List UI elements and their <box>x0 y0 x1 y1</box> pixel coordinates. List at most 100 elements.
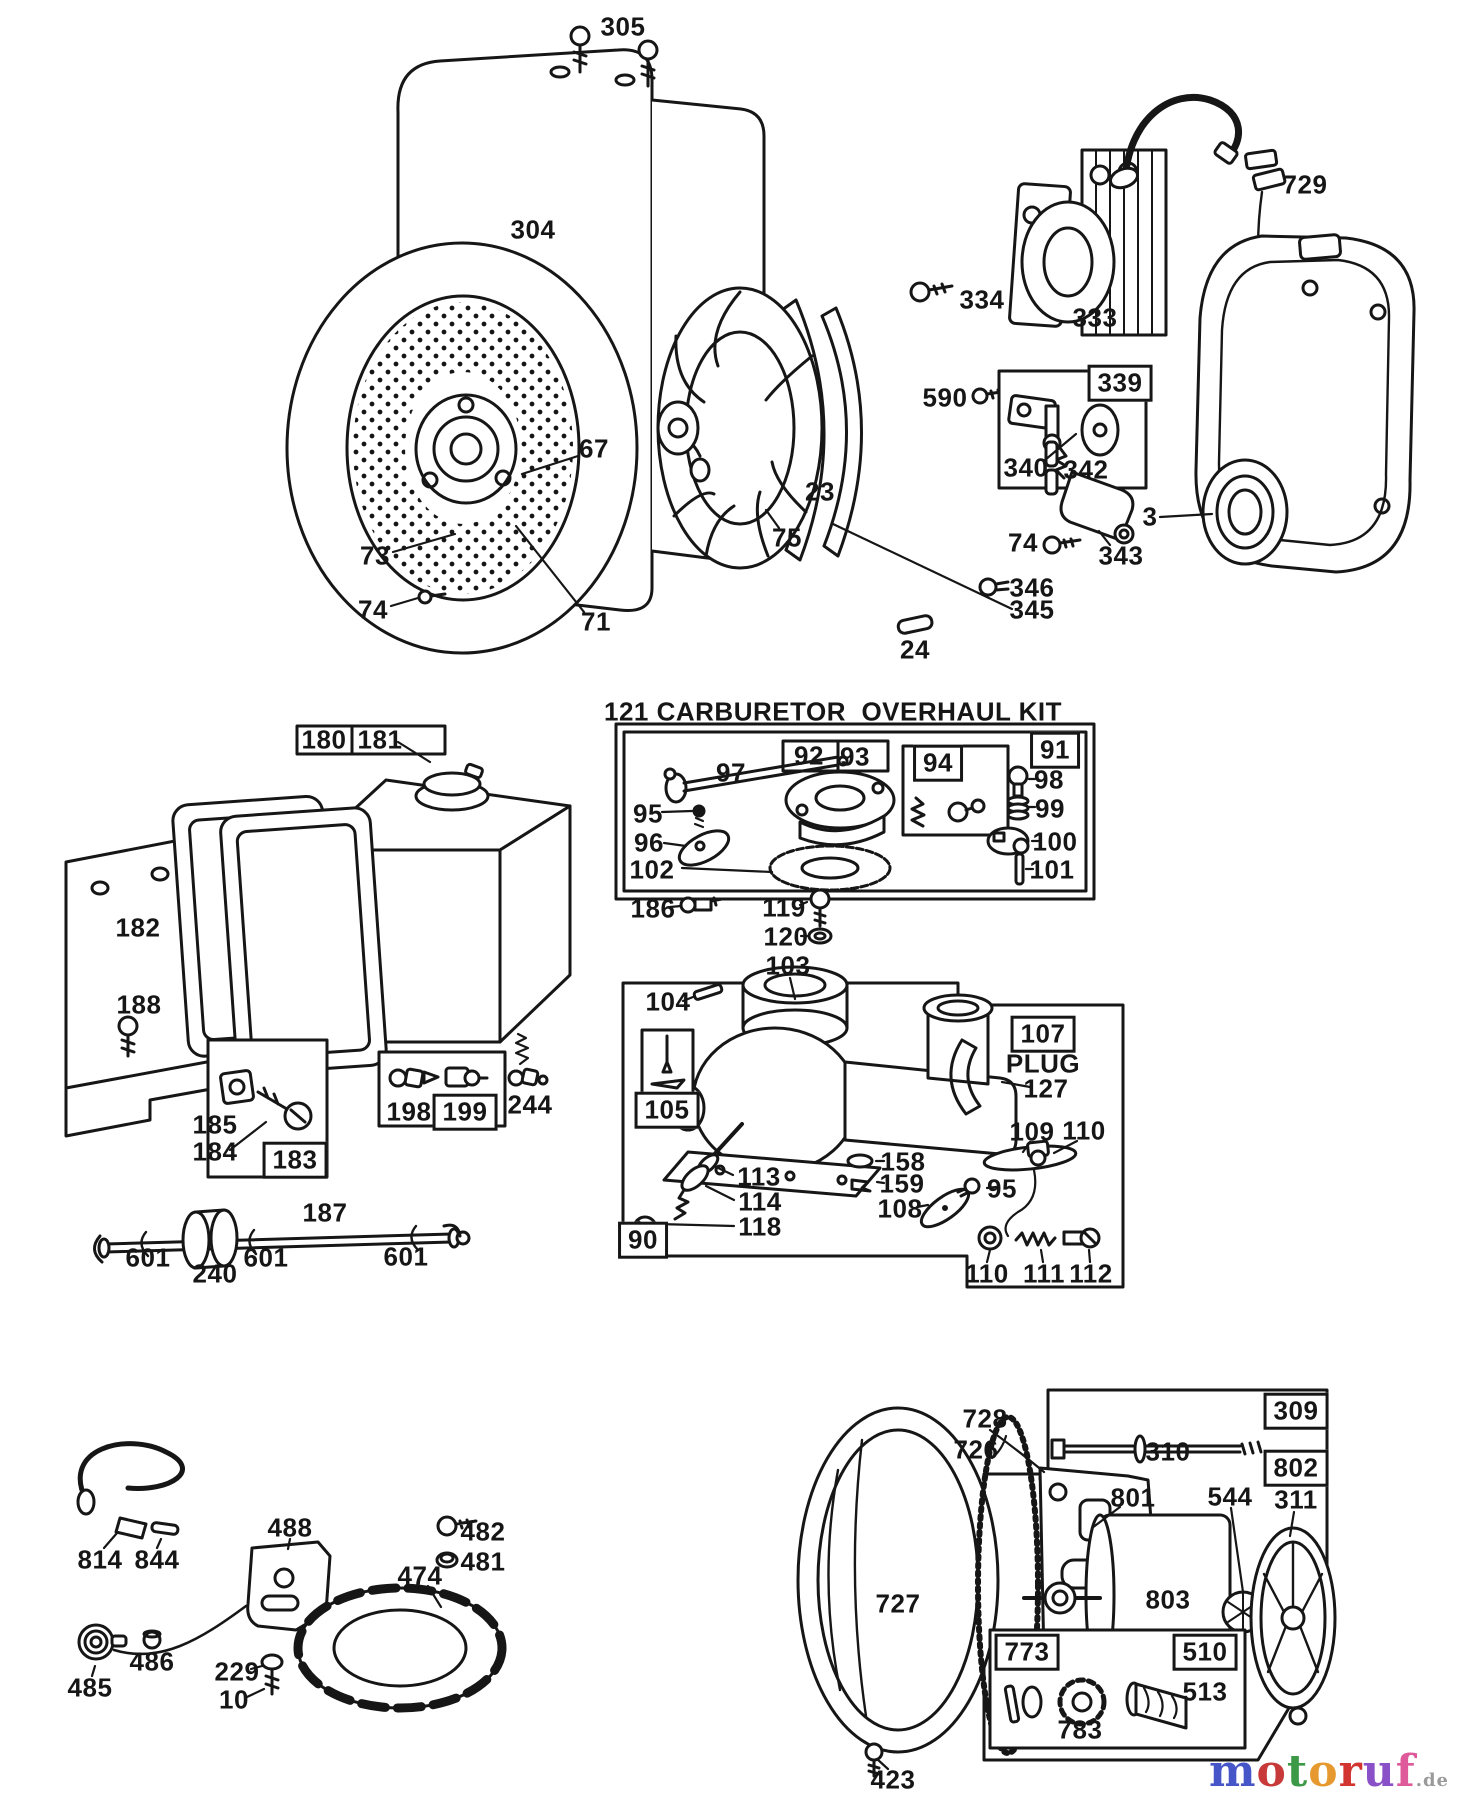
logo-letters: motoruf <box>1209 1746 1416 1797</box>
part-label-590: 590 <box>922 382 968 413</box>
logo-letter: o <box>1308 1746 1339 1797</box>
part-label-198: 198 <box>386 1096 432 1127</box>
part-label-783: 783 <box>1057 1714 1103 1745</box>
part-label-98: 98 <box>1034 764 1064 795</box>
part-label-184: 184 <box>192 1136 238 1167</box>
magneto-stator-drawing <box>76 1441 507 1713</box>
part-label-109: 109 <box>1009 1116 1055 1147</box>
part-label-311: 311 <box>1274 1484 1318 1515</box>
part-label-110: 110 <box>965 1258 1009 1289</box>
part-label-803: 803 <box>1145 1584 1191 1615</box>
part-label-97: 97 <box>716 757 746 788</box>
part-label-110: 110 <box>1062 1115 1106 1146</box>
part-label-67: 67 <box>579 433 609 464</box>
part-label-728: 728 <box>962 1403 1008 1434</box>
logo-letter: m <box>1208 1746 1257 1797</box>
logo-letter: r <box>1338 1746 1363 1797</box>
part-label-113: 113 <box>737 1161 781 1192</box>
part-label-199: 199 <box>432 1093 498 1131</box>
logo-letter: u <box>1362 1746 1396 1797</box>
part-label-74: 74 <box>1008 527 1038 558</box>
part-label-120: 120 <box>763 921 809 952</box>
part-label-481: 481 <box>460 1546 506 1577</box>
part-label-159: 159 <box>879 1168 925 1199</box>
part-label-482: 482 <box>460 1516 506 1547</box>
part-label-305: 305 <box>600 11 646 42</box>
part-label-729: 729 <box>1282 169 1328 200</box>
part-label-340: 340 <box>1003 452 1049 483</box>
part-label-105: 105 <box>634 1091 700 1129</box>
part-label-103: 103 <box>765 950 811 981</box>
part-label-229: 229 <box>214 1656 260 1687</box>
part-label-601: 601 <box>383 1241 429 1272</box>
part-label-181: 181 <box>357 724 403 755</box>
ignition-armature-drawing <box>909 93 1416 574</box>
part-label-601: 601 <box>243 1242 289 1273</box>
blower-housing-drawing <box>285 25 766 655</box>
part-label-187: 187 <box>302 1197 348 1228</box>
part-label-73: 73 <box>360 540 390 571</box>
motoruf-logo: motoruf.de <box>1209 1750 1449 1794</box>
part-label-310: 310 <box>1145 1436 1191 1467</box>
part-label-74: 74 <box>358 594 388 625</box>
logo-letter: t <box>1286 1746 1309 1797</box>
logo-suffix: .de <box>1415 1770 1449 1791</box>
part-label-119: 119 <box>762 892 806 923</box>
part-label-240: 240 <box>192 1258 238 1289</box>
part-label-94: 94 <box>913 744 963 782</box>
part-label-100: 100 <box>1032 826 1078 857</box>
part-label-185: 185 <box>192 1109 238 1140</box>
part-label-111: 111 <box>1022 1258 1066 1289</box>
part-label-186: 186 <box>630 893 676 924</box>
part-label-309: 309 <box>1263 1392 1329 1430</box>
part-label-158: 158 <box>880 1146 926 1177</box>
part-label-343: 343 <box>1098 540 1144 571</box>
part-label-342: 342 <box>1063 454 1109 485</box>
kit-title: 121 CARBURETOR OVERHAUL KIT <box>604 696 1062 727</box>
logo-letter: o <box>1256 1746 1287 1797</box>
part-label-91: 91 <box>1030 731 1080 769</box>
part-label-601: 601 <box>125 1242 171 1273</box>
part-label-114: 114 <box>738 1186 782 1217</box>
part-label-23: 23 <box>805 476 835 507</box>
part-label-345: 345 <box>1009 594 1055 625</box>
part-label-10: 10 <box>219 1684 249 1715</box>
part-label-96: 96 <box>634 827 664 858</box>
part-label-183: 183 <box>262 1141 328 1179</box>
part-label-112: 112 <box>1069 1258 1113 1289</box>
part-label-92: 92 <box>794 740 824 771</box>
part-label-339: 339 <box>1087 364 1153 402</box>
part-label-182: 182 <box>115 912 161 943</box>
part-label-802: 802 <box>1263 1449 1329 1487</box>
part-label-90: 90 <box>618 1221 668 1259</box>
part-label-513: 513 <box>1182 1676 1228 1707</box>
part-label-485: 485 <box>67 1672 113 1703</box>
leader-lines <box>90 432 1296 1771</box>
part-label-108: 108 <box>877 1193 923 1224</box>
part-label-75: 75 <box>772 522 802 553</box>
part-label-99: 99 <box>1035 793 1065 824</box>
part-label-127: 127 <box>1023 1073 1069 1104</box>
part-label-423: 423 <box>870 1764 916 1795</box>
part-label-346: 346 <box>1009 572 1055 603</box>
part-label-334: 334 <box>959 284 1005 315</box>
part-label-510: 510 <box>1172 1633 1238 1671</box>
part-label-PLUG: PLUG <box>1005 1048 1081 1079</box>
part-label-104: 104 <box>645 986 691 1017</box>
logo-letter: f <box>1395 1746 1416 1797</box>
part-label-93: 93 <box>840 741 870 772</box>
part-label-3: 3 <box>1142 501 1158 532</box>
part-label-95: 95 <box>987 1173 1017 1204</box>
part-label-727: 727 <box>875 1588 921 1619</box>
part-label-544: 544 <box>1207 1481 1253 1512</box>
part-label-71: 71 <box>581 606 611 637</box>
flywheel-drawing <box>656 286 1010 635</box>
part-label-188: 188 <box>116 989 162 1020</box>
part-label-24: 24 <box>900 634 930 665</box>
part-label-801: 801 <box>1110 1482 1156 1513</box>
part-label-844: 844 <box>134 1544 180 1575</box>
fuel-tank-drawing <box>64 724 572 1270</box>
part-label-244: 244 <box>507 1089 553 1120</box>
